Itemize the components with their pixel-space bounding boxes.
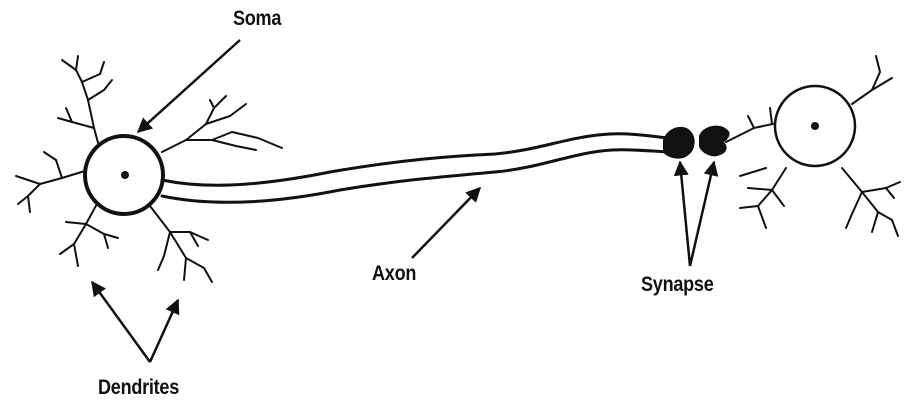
- synapse-arrow-right: [690, 162, 714, 266]
- right-nucleus: [811, 122, 819, 130]
- axon-lower-edge: [162, 150, 668, 203]
- axon-label: Axon: [372, 262, 416, 286]
- synapse-arrow-left: [680, 162, 690, 266]
- soma-label: Soma: [233, 7, 281, 31]
- synapse-terminal-left: [664, 128, 694, 158]
- dendrite-left: [40, 170, 88, 184]
- axon-arrow: [412, 188, 480, 258]
- dendrites-arrow-right: [150, 300, 178, 362]
- axon: [162, 134, 668, 202]
- dendrite-to-synapse: [726, 122, 782, 142]
- synapse-label: Synapse: [641, 273, 713, 297]
- dendrite-upper-left: [88, 100, 100, 150]
- synapse-terminal-right: [700, 127, 729, 156]
- dendrites-label: Dendrites: [98, 376, 179, 400]
- dendrite-right-lower-left: [758, 168, 786, 206]
- dendrites-arrow-left: [92, 282, 150, 362]
- axon-upper-edge: [162, 134, 668, 185]
- dendrite-right-top: [852, 78, 892, 104]
- left-nucleus: [121, 171, 129, 179]
- synapse-terminals: [664, 127, 729, 158]
- dendrite-upper-right: [162, 124, 206, 152]
